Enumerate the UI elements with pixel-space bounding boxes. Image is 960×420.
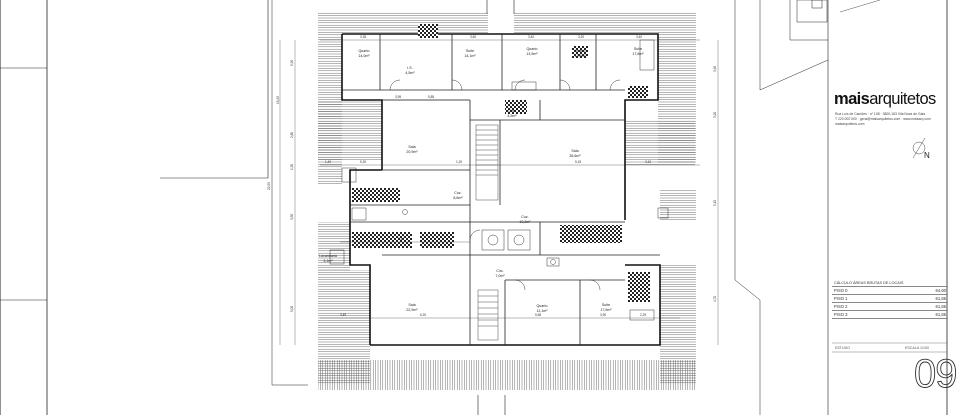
room-labels: Quarto 14,0m² Suite 14,1m² Quarto 13,9m²… xyxy=(319,47,644,313)
room-area: 13,9m² xyxy=(526,52,538,56)
room-area: 11,1m² xyxy=(537,309,549,313)
room-name: Sala xyxy=(408,145,415,149)
room-name: Suite xyxy=(634,47,642,51)
room-name: Circ. xyxy=(508,109,515,113)
sheet-scale: ESCALA 1/100 xyxy=(905,346,929,350)
dimension-text: 5,90 xyxy=(290,60,294,66)
room-name: Sala xyxy=(408,303,415,307)
dimension-text: 4,70 xyxy=(713,296,717,302)
room-name: Quarto xyxy=(359,49,370,53)
dimension-text: 5,85 xyxy=(428,95,434,99)
room-area: 10,2m² xyxy=(519,220,531,224)
room-area: 22,9m² xyxy=(406,308,418,312)
room-name: Lavandaria xyxy=(319,254,337,258)
interior-walls xyxy=(342,34,660,345)
room-name: Coz. xyxy=(521,215,528,219)
room-name: Suite xyxy=(466,49,474,53)
room-name: Quarto xyxy=(575,49,586,53)
room-name: Circ. xyxy=(496,269,503,273)
room-area: 11,6m² xyxy=(575,54,587,58)
dimension-text: 3,40 xyxy=(528,35,534,39)
room-area: 8,6m² xyxy=(453,196,463,200)
room-area: 4,5m² xyxy=(507,114,517,118)
dimension-text: 5,00 xyxy=(290,306,294,312)
sheet-number: 09 xyxy=(914,352,958,397)
firm-contacts: T 220 000 000 · geral@maisarquitetos.com… xyxy=(835,117,931,121)
dimension-lines xyxy=(279,39,719,345)
dimension-text: 3,35 xyxy=(360,35,366,39)
firm-logo: maisarquitetos xyxy=(834,90,936,108)
room-name: Coz. xyxy=(454,191,461,195)
dimension-text: 1,40 xyxy=(325,160,331,164)
site-boundary xyxy=(160,0,269,179)
room-area: 35,6m² xyxy=(569,154,581,158)
dimension-text: 2,46 xyxy=(398,237,404,241)
dimension-text: 1,20 xyxy=(456,160,462,164)
firm-web: maisarquitetos.com xyxy=(835,122,865,126)
dimension-text: 3,60 xyxy=(470,35,476,39)
roof-hatch xyxy=(318,12,488,34)
room-area: 4,5m² xyxy=(405,71,415,75)
north-label: N xyxy=(924,151,930,160)
area-table-title: CÁLCULO ÁREAS BRUTAS DE LOCAIS xyxy=(832,280,948,287)
dimension-text: 6,20 xyxy=(420,313,426,317)
dimension-text: 3,90 xyxy=(713,66,717,72)
room-name: Sala xyxy=(571,149,578,153)
room-area: 14,0m² xyxy=(358,54,370,58)
room-area: 3,1m² xyxy=(323,259,333,263)
dimension-text: 3,10 xyxy=(645,160,651,164)
dimension-text: 3,20 xyxy=(713,112,717,118)
dimension-text: 22,55 xyxy=(267,182,271,190)
dimension-text: 2,80 xyxy=(290,132,294,138)
dimension-text: 2,29 xyxy=(640,313,646,317)
stairs xyxy=(475,124,499,341)
dimension-text: 1,30 xyxy=(290,164,294,170)
firm-address: Rua Luís de Camões · nº 108 · 3800-163 V… xyxy=(835,112,926,116)
room-area: 17,5m² xyxy=(600,308,612,312)
room-area: 7,0m² xyxy=(495,274,505,278)
exterior-walls xyxy=(341,33,661,346)
dimension-text: 3,90 xyxy=(600,313,606,317)
tiled-areas xyxy=(352,24,650,302)
dimension-text: 3,50 xyxy=(290,214,294,220)
fixtures xyxy=(329,39,669,321)
dimension-text: 13,45 xyxy=(276,96,280,104)
room-area: 17,8m² xyxy=(632,52,644,56)
dimension-text: 3,40 xyxy=(636,35,642,39)
room-name: Suite xyxy=(602,303,610,307)
dimension-text: 5,15 xyxy=(713,200,717,206)
room-name: I.S. xyxy=(407,66,412,70)
dimension-text: 5,65 xyxy=(535,313,541,317)
room-name: Quarto xyxy=(527,47,538,51)
dimension-text: 3,95 xyxy=(395,95,401,99)
dimension-text: 5,15 xyxy=(575,160,581,164)
dimension-text: 3,45 xyxy=(340,313,346,317)
dimension-text: 5,30 xyxy=(360,160,366,164)
room-name: Quarto xyxy=(537,304,548,308)
room-area: 20,9m² xyxy=(406,150,418,154)
north-arrow xyxy=(912,137,926,159)
room-area: 14,1m² xyxy=(464,54,476,58)
dimension-texts: 3,35 3,60 3,40 3,20 3,40 1,40 5,30 1,20 … xyxy=(267,35,717,317)
sheet-label: ESTUDO xyxy=(835,346,850,350)
dimension-text: 3,20 xyxy=(578,35,584,39)
door-swings xyxy=(389,79,621,291)
